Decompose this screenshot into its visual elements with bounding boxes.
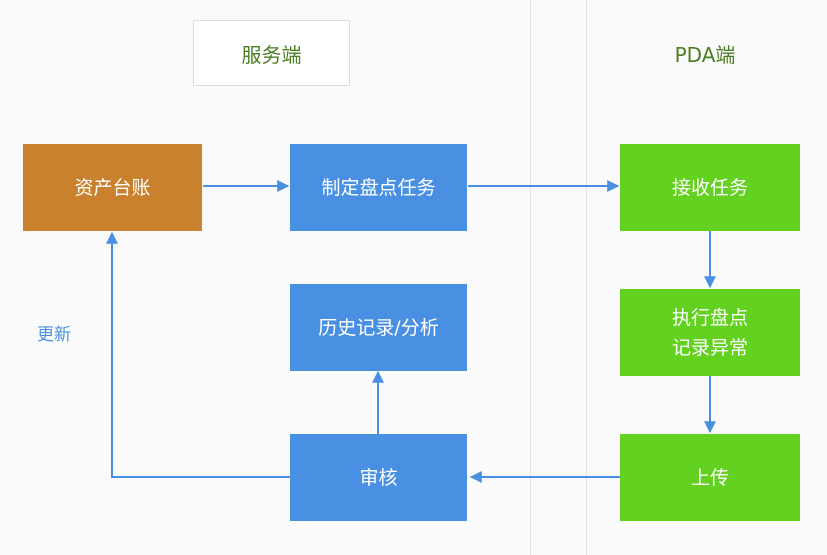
node-execute-label-2: 记录异常: [671, 336, 748, 359]
server-lane-title-text: 服务端: [241, 42, 302, 67]
arrow-review-to-ledger: [106, 231, 290, 478]
pda-lane-title: PDA端: [625, 20, 785, 86]
node-history: 历史记录/分析: [290, 284, 467, 371]
node-execute-label-1: 执行盘点: [671, 306, 748, 329]
lane-divider-right: [586, 0, 587, 555]
node-review-label: 审核: [359, 466, 398, 489]
node-receive-task-label: 接收任务: [671, 176, 748, 199]
node-make-task-label: 制定盘点任务: [321, 176, 436, 199]
node-make-task: 制定盘点任务: [290, 144, 467, 231]
node-receive-task: 接收任务: [620, 144, 800, 231]
node-asset-ledger: 资产台账: [23, 144, 202, 231]
node-asset-ledger-label: 资产台账: [74, 176, 151, 199]
node-history-label: 历史记录/分析: [318, 316, 439, 339]
edge-label-update: 更新: [37, 325, 71, 345]
node-upload-label: 上传: [690, 466, 729, 489]
server-lane-title: 服务端: [193, 20, 350, 86]
node-execute: 执行盘点 记录异常: [620, 289, 800, 376]
node-upload: 上传: [620, 434, 800, 521]
pda-lane-title-text: PDA端: [674, 42, 736, 67]
node-review: 审核: [290, 434, 467, 521]
lane-divider-left: [530, 0, 531, 555]
